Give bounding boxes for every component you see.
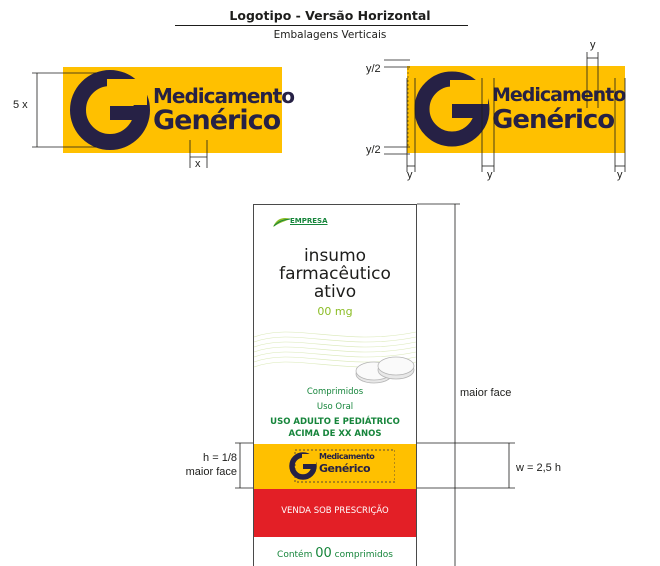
prescription-label: VENDA SOB PRESCRIÇÃO xyxy=(281,506,389,516)
product-name-line3: ativo xyxy=(313,282,357,302)
y-bottom-label-3: y xyxy=(617,169,623,181)
generic-band: Medicamento Genérico xyxy=(254,444,416,489)
logo-g-mark-icon xyxy=(70,70,150,150)
product-name-line2: farmacêutico xyxy=(279,264,391,284)
logo-line1: Medicamento xyxy=(492,84,626,106)
y-bottom-label-1: y xyxy=(407,169,413,181)
product-name-line1: insumo xyxy=(303,246,367,266)
y-half-top-label: y/2 xyxy=(366,63,381,75)
count-prefix: Contém xyxy=(277,550,313,560)
band-logo-line2: Genérico xyxy=(319,462,371,475)
left-dimension-lines xyxy=(32,72,208,168)
title-divider xyxy=(175,25,468,26)
page-subtitle: Embalagens Verticais xyxy=(273,29,387,41)
band-logo-frame xyxy=(289,449,395,483)
package-mockup: EMPRESA insumo farmacêutico ativo 00 mg … xyxy=(253,204,417,566)
age-restriction-line2: ACIMA DE XX ANOS xyxy=(288,429,382,439)
administration-route: Uso Oral xyxy=(316,402,354,412)
logo-horizontal-left: Medicamento Genérico xyxy=(63,67,295,153)
right-clearance-lines xyxy=(384,52,626,172)
quantity-label: Contém 00 comprimidos xyxy=(254,546,416,561)
major-face-label: maior face xyxy=(460,387,512,399)
prescription-band xyxy=(254,489,416,537)
package-dimension-lines xyxy=(235,203,515,566)
logo-line1: Medicamento xyxy=(153,84,295,108)
count-number: 00 xyxy=(315,546,332,561)
brand-leaf-icon xyxy=(273,217,291,227)
height-5x-label: 5 x xyxy=(13,99,28,111)
band-logo-line1: Medicamento xyxy=(319,452,375,461)
y-half-bottom-label: y/2 xyxy=(366,144,381,156)
y-top-label: y xyxy=(590,39,596,51)
logo-line2: Genérico xyxy=(492,105,615,135)
pharmaceutical-form: Comprimidos xyxy=(306,387,364,397)
dose-label: 00 mg xyxy=(317,305,353,318)
tablet-pills-icon xyxy=(355,356,415,384)
age-restriction-line1: USO ADULTO E PEDIÁTRICO xyxy=(270,417,400,427)
band-height-line1: h = 1/8 xyxy=(203,452,237,464)
logo-line2: Genérico xyxy=(153,105,281,136)
brand-name: EMPRESA xyxy=(290,217,328,225)
page-title: Logotipo - Versão Horizontal xyxy=(229,8,431,23)
x-unit-label: x xyxy=(195,158,201,170)
y-bottom-label-2: y xyxy=(487,169,493,181)
band-width-label: w = 2,5 h xyxy=(516,462,561,474)
count-suffix: comprimidos xyxy=(334,550,393,560)
band-height-line2: maior face xyxy=(185,466,237,478)
